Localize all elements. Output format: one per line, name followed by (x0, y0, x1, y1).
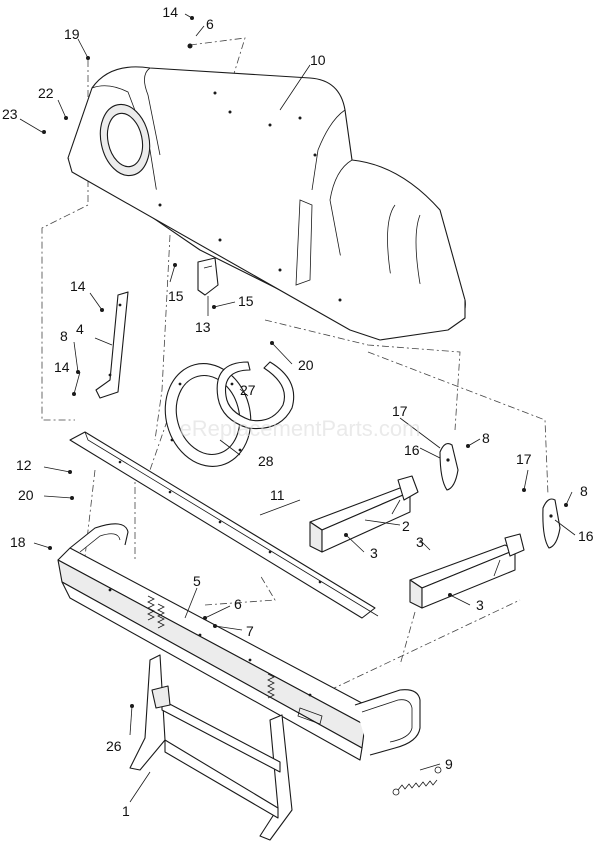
callout-10: 10 (310, 52, 326, 68)
callout-18: 18 (10, 534, 26, 550)
callout-3: 3 (370, 545, 378, 561)
callout-labels: 14 6 19 10 22 23 14 15 15 4 13 8 14 20 2… (2, 4, 594, 819)
hood-shroud (67, 66, 466, 341)
callout-16: 16 (404, 442, 420, 458)
callout-20: 20 (18, 487, 34, 503)
side-strap (95, 291, 129, 399)
callout-28: 28 (258, 453, 274, 469)
callout-13: 13 (195, 319, 211, 335)
leader-lines (19, 13, 576, 803)
callout-19: 19 (64, 26, 80, 42)
callout-17: 17 (392, 403, 408, 419)
watermark: eReplacementParts.com (180, 416, 421, 441)
flat-bar (69, 431, 379, 619)
callout-14: 14 (54, 359, 70, 375)
latch-hook-left (439, 443, 459, 491)
support-arm-lower (409, 533, 525, 609)
callout-2: 3 (416, 534, 424, 550)
callout-8: 8 (482, 430, 490, 446)
callout-14: 14 (70, 278, 86, 294)
support-arm-upper (309, 475, 419, 553)
latch-hook-right (542, 498, 561, 549)
callout-22: 22 (38, 85, 54, 101)
callout-4: 4 (76, 321, 84, 337)
frame-springs (147, 595, 275, 699)
callout-26: 26 (106, 738, 122, 754)
lift-bracket (129, 654, 293, 841)
callout-7: 7 (246, 623, 254, 639)
callout-3: 3 (476, 597, 484, 613)
callout-6: 6 (206, 16, 214, 32)
callout-9: 9 (445, 756, 453, 772)
callout-11: 11 (270, 487, 285, 503)
callout-2: 2 (402, 518, 410, 534)
callout-8: 8 (580, 483, 588, 499)
bracket-13 (197, 257, 219, 296)
hardware-dots (42, 16, 568, 708)
gasket-ring (164, 363, 252, 467)
callout-27: 27 (240, 382, 256, 398)
callout-14: 14 (162, 4, 178, 20)
callout-8: 8 (60, 328, 68, 344)
clamp-ring (216, 361, 295, 430)
callout-1: 1 (122, 803, 130, 819)
callout-20: 20 (298, 357, 314, 373)
callout-23: 23 (2, 106, 18, 122)
callout-15: 15 (168, 288, 184, 304)
callout-12: 12 (16, 457, 32, 473)
callout-16: 16 (578, 528, 594, 544)
extension-spring (392, 766, 442, 796)
callout-5: 5 (193, 573, 201, 589)
main-frame (57, 523, 421, 761)
callout-6: 6 (234, 596, 242, 612)
callout-17: 17 (516, 451, 532, 467)
callout-15: 15 (238, 293, 254, 309)
